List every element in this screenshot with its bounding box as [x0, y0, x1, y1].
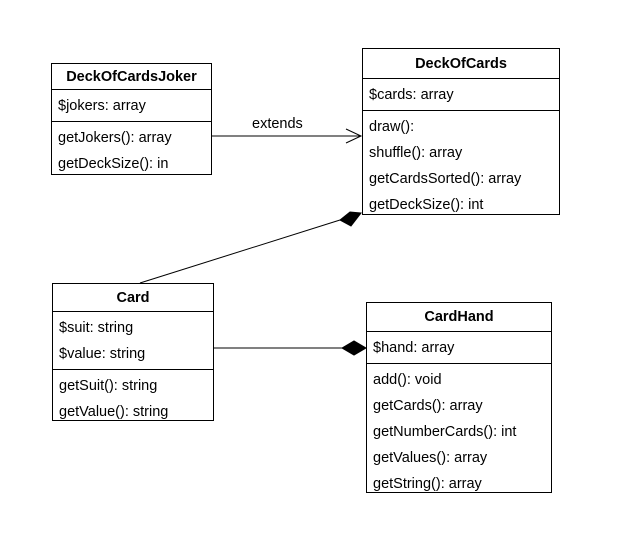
attribute: $suit: string — [59, 320, 134, 336]
method: getValues(): array — [373, 450, 488, 466]
methods-section: getSuit(): string getValue(): string — [53, 370, 213, 427]
method: getCardsSorted(): array — [369, 171, 522, 187]
attributes-section: $hand: array — [367, 332, 551, 364]
methods-section: add(): void getCards(): array getNumberC… — [367, 364, 551, 499]
attribute: $hand: array — [373, 340, 455, 356]
deck-composition-diamond — [339, 211, 362, 227]
methods-section: getJokers(): array getDeckSize(): in — [52, 122, 211, 179]
attributes-section: $cards: array — [363, 79, 559, 111]
method: getCards(): array — [373, 398, 483, 414]
deck-composition-line — [139, 219, 341, 284]
class-name: CardHand — [367, 303, 551, 332]
attributes-section: $suit: string $value: string — [53, 312, 213, 370]
method: add(): void — [373, 372, 442, 388]
attributes-section: $jokers: array — [52, 90, 211, 122]
method: shuffle(): array — [369, 145, 463, 161]
extends-arrowhead — [345, 128, 363, 144]
attribute: $jokers: array — [58, 98, 146, 114]
method: getString(): array — [373, 476, 482, 492]
class-name: DeckOfCards — [363, 49, 559, 79]
class-name: Card — [53, 284, 213, 312]
attribute: $cards: array — [369, 87, 454, 103]
method: getValue(): string — [59, 404, 169, 420]
class-card[interactable]: Card $suit: string $value: string getSui… — [52, 283, 214, 421]
method: getJokers(): array — [58, 130, 172, 146]
extends-label: extends — [252, 116, 303, 132]
hand-composition-diamond — [341, 340, 367, 356]
method: getDeckSize(): in — [58, 156, 169, 172]
class-deckofcardsjoker[interactable]: DeckOfCardsJoker $jokers: array getJoker… — [51, 63, 212, 175]
class-cardhand[interactable]: CardHand $hand: array add(): void getCar… — [366, 302, 552, 493]
class-name: DeckOfCardsJoker — [52, 64, 211, 90]
methods-section: draw(): shuffle(): array getCardsSorted(… — [363, 111, 559, 220]
method: draw(): — [369, 119, 415, 135]
method: getDeckSize(): int — [369, 197, 484, 213]
class-deckofcards[interactable]: DeckOfCards $cards: array draw(): shuffl… — [362, 48, 560, 215]
method: getSuit(): string — [59, 378, 158, 394]
attribute: $value: string — [59, 346, 146, 362]
method: getNumberCards(): int — [373, 424, 517, 440]
